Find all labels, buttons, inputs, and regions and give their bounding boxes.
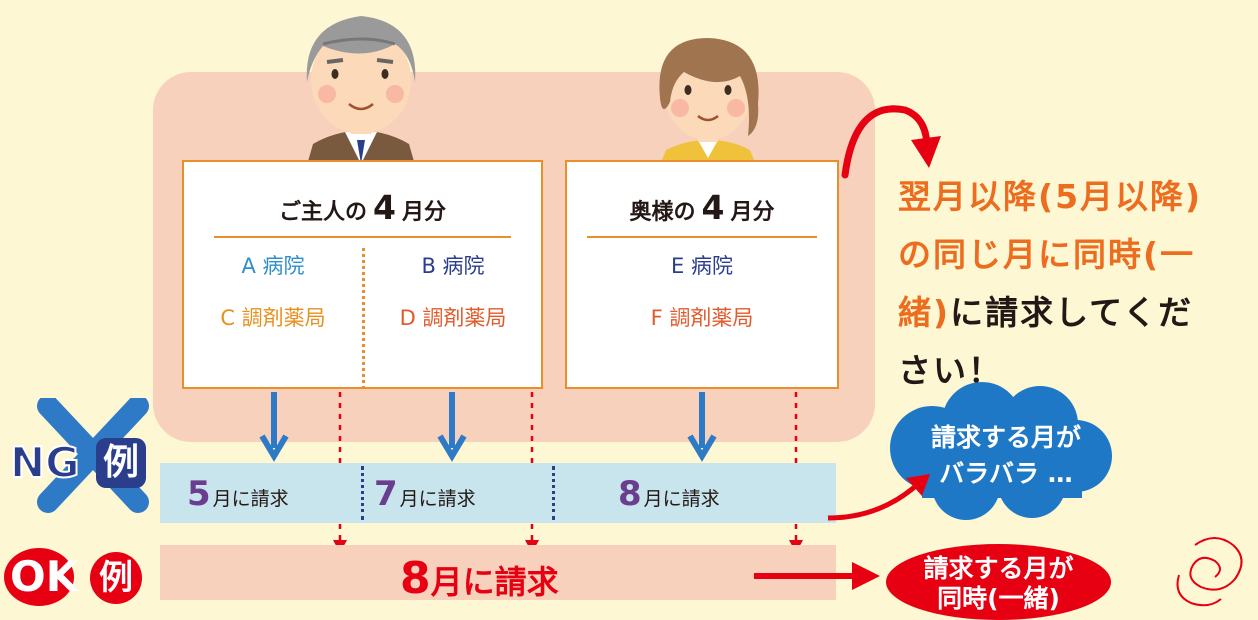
bill-month: 7 [374, 474, 398, 514]
card-divider [587, 236, 817, 238]
hospital-e: E 病院 [671, 254, 733, 278]
cloud-shape [890, 382, 1112, 520]
pharmacy-d: D 調剤薬局 [399, 306, 507, 330]
pharmacy-c: C 調剤薬局 [220, 306, 326, 330]
message-line-3: 緒)に請求してくだ [898, 284, 1258, 342]
title-month-number: 4 [701, 188, 725, 227]
pharmacy-f: F 調剤薬局 [650, 306, 754, 330]
title-suffix: 月分 [401, 200, 446, 225]
curved-arrow-icon [841, 105, 941, 179]
bill-text: 月に請求 [430, 563, 559, 601]
ng-badge: NG 例 [8, 437, 158, 492]
swirl-icon [1176, 537, 1243, 607]
column-divider [362, 248, 365, 389]
title-month-number: 4 [373, 188, 396, 227]
cloud-line-1: 請求する月が [930, 423, 1081, 452]
message-line-2: の同じ月に同時(一 [898, 235, 1196, 274]
ok-band [160, 545, 836, 600]
ok-label: OK [10, 552, 79, 601]
instruction-message: 翌月以降(5月以降) の同じ月に同時(一 緒)に請求してくだ さい！ [898, 168, 1258, 400]
ok-bill: 8月に請求 [400, 553, 559, 604]
bubble-line-2: 同時(一緒) [937, 584, 1060, 613]
bill-month: 8 [618, 474, 642, 514]
message-line-3-rest: に請求してくだ [950, 293, 1194, 332]
bill-text: 月に請求 [212, 488, 289, 510]
ok-bubble [886, 544, 1111, 620]
card-divider [214, 236, 511, 238]
ng-example-label: 例 [96, 438, 146, 488]
title-prefix: 奥様の [629, 200, 696, 225]
bill-month: 5 [187, 474, 211, 514]
bill-month: 8 [400, 553, 431, 604]
message-line-3-highlight: 緒) [898, 293, 951, 332]
ng-separator [552, 466, 555, 520]
title-suffix: 月分 [730, 200, 775, 225]
red-arrows [754, 474, 930, 590]
message-line-1: 翌月以降(5月以降) [898, 177, 1203, 216]
ok-circle [4, 548, 74, 606]
cloud-line-2: バラバラ … [939, 459, 1073, 488]
ok-badge: OK 例 [4, 548, 154, 610]
bill-text: 月に請求 [643, 488, 720, 510]
ng-band [160, 463, 836, 523]
hospital-b: B 病院 [421, 254, 485, 278]
ng-separator [361, 466, 364, 520]
ng-label: NG [9, 437, 81, 488]
ok-bubble-text: 請求する月が 同時(一緒) [886, 554, 1111, 614]
bill-text: 月に請求 [399, 488, 476, 510]
ok-example-label: 例 [90, 552, 142, 604]
bubble-line-1: 請求する月が [923, 554, 1074, 583]
cloud-text: 請求する月が バラバラ … [906, 420, 1106, 492]
title-prefix: ご主人の [279, 200, 368, 225]
hospital-a: A 病院 [241, 254, 305, 278]
